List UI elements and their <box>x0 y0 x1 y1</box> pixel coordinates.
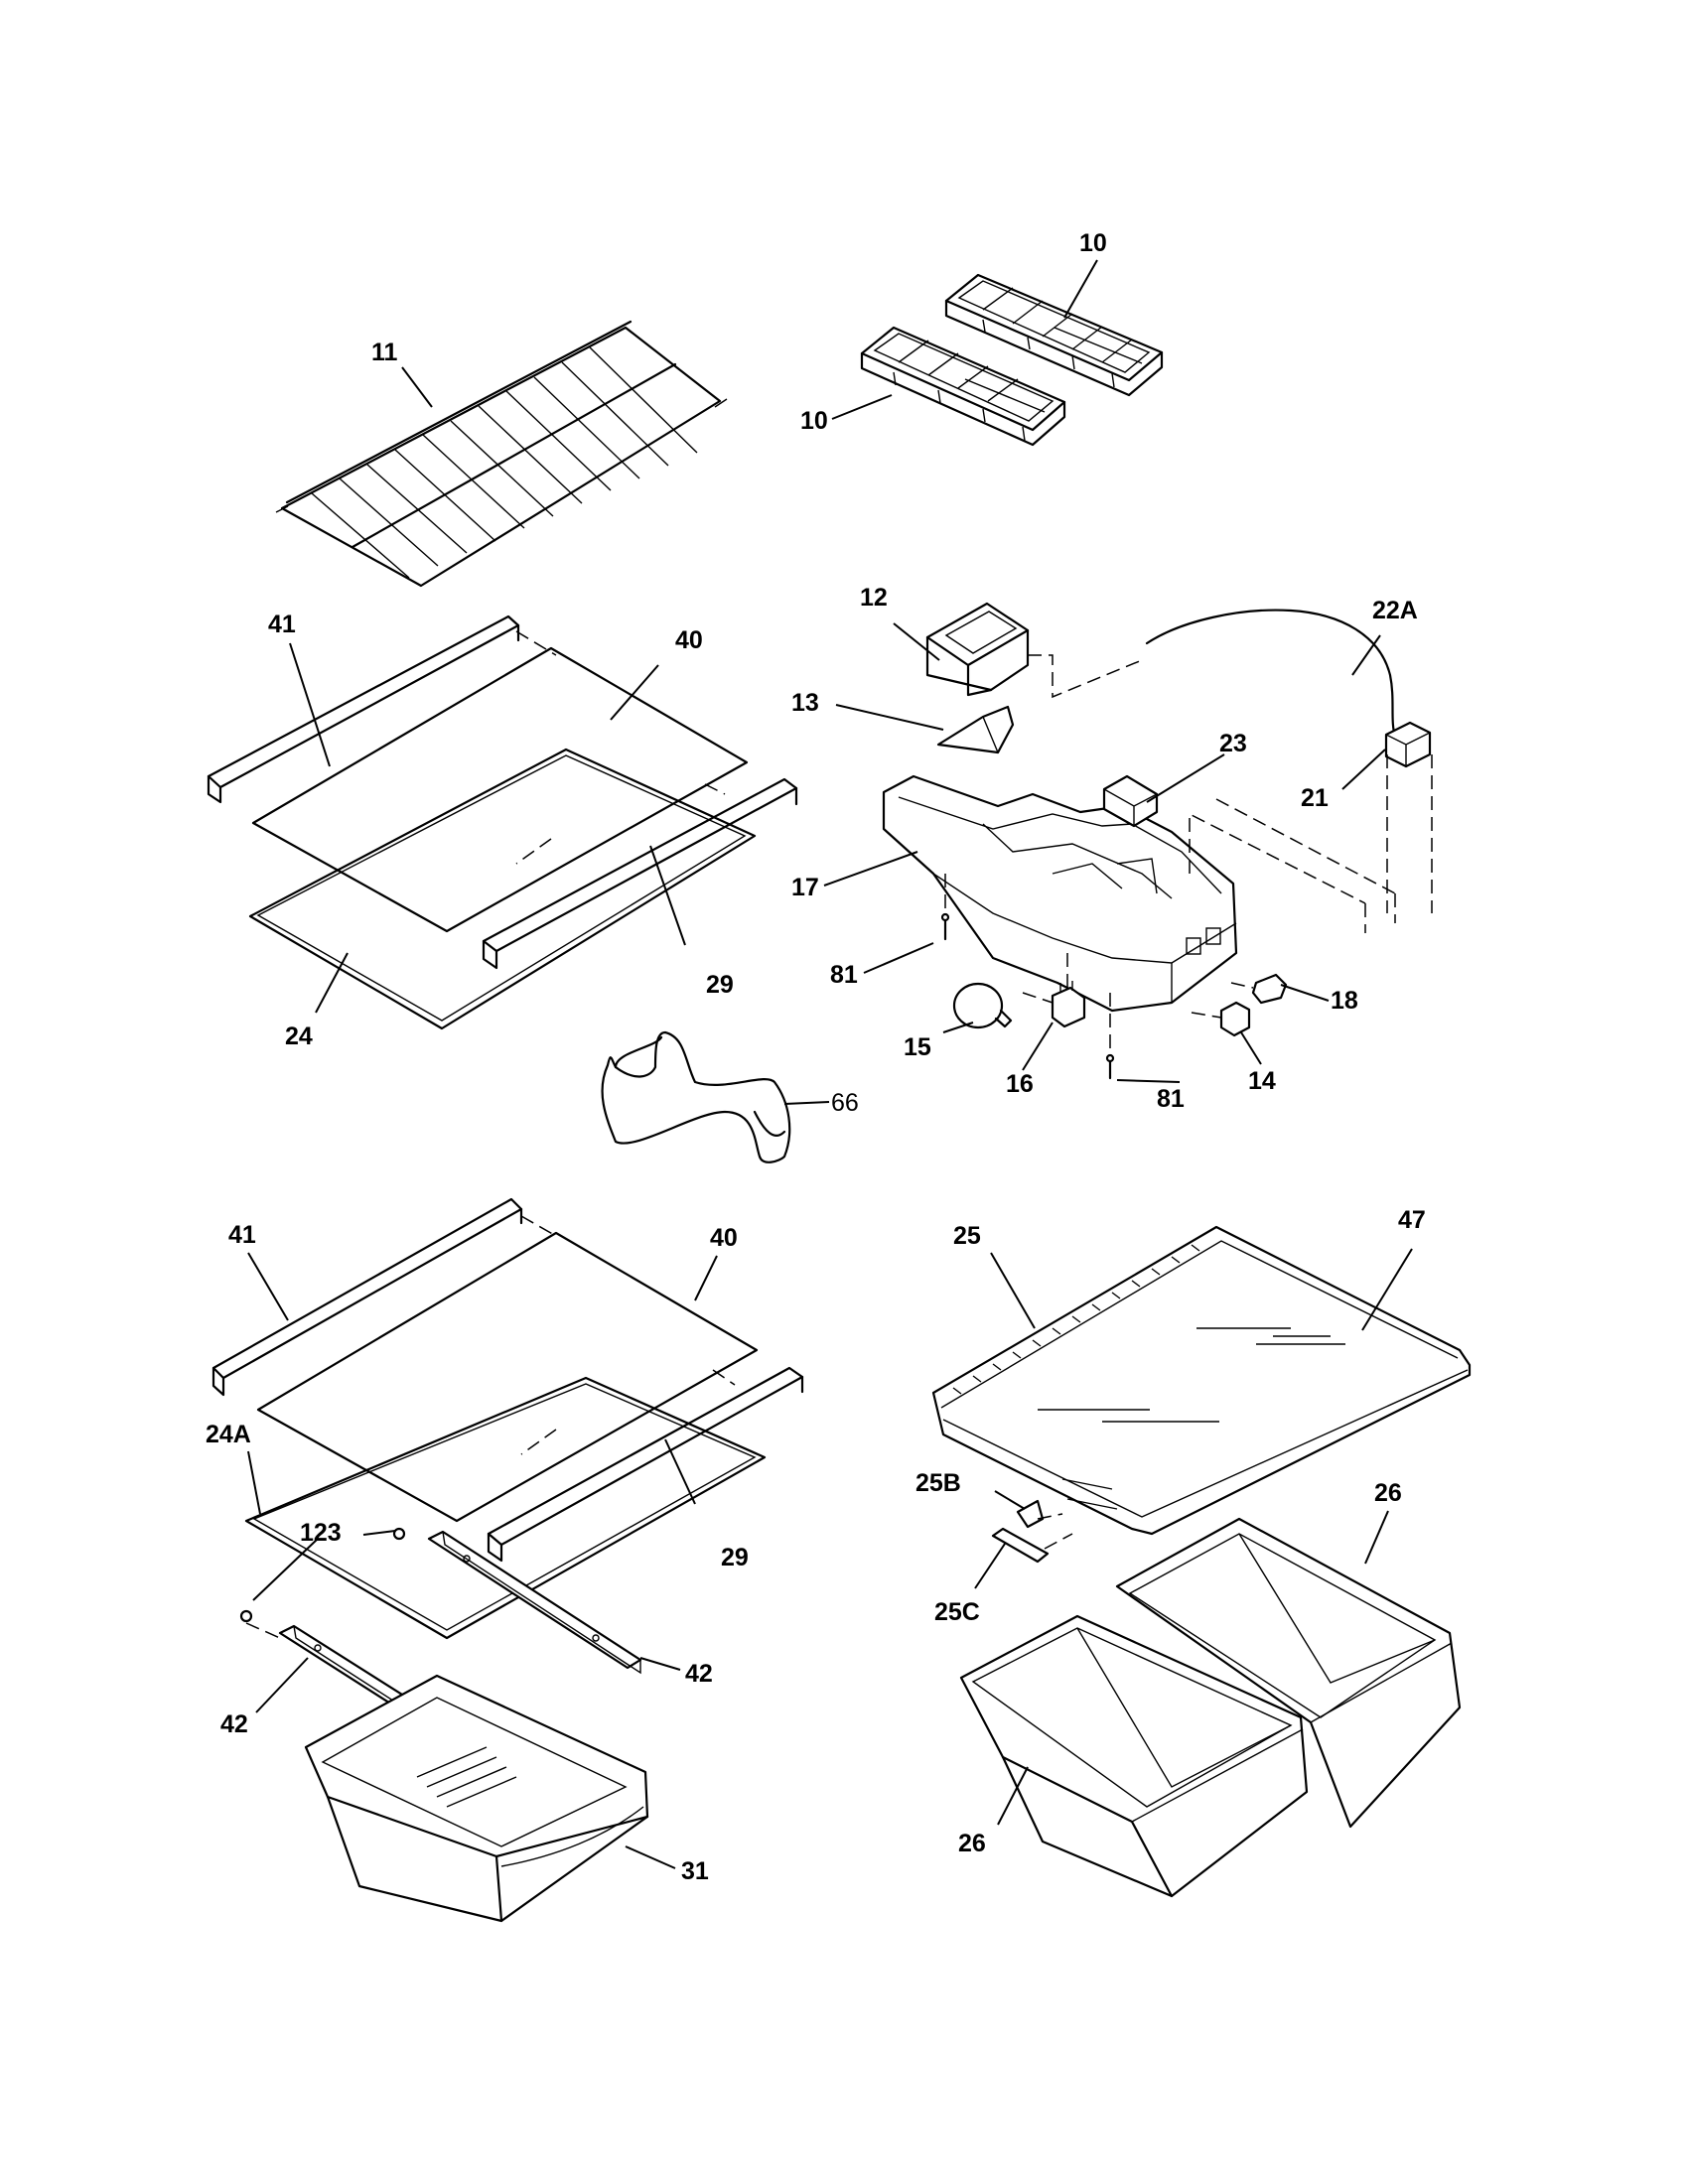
callout-11: 11 <box>371 339 398 366</box>
wire-retainer <box>601 1030 791 1163</box>
deli-pan <box>304 1674 649 1923</box>
ice-deflector <box>936 705 1015 754</box>
callout-22a: 22A <box>1372 597 1418 624</box>
callout-18: 18 <box>1331 987 1358 1015</box>
callout-24: 24 <box>285 1023 313 1050</box>
crisper-drawer-front <box>959 1614 1309 1898</box>
callout-16: 16 <box>1006 1070 1034 1098</box>
assembly-guide-latch <box>1037 1513 1073 1550</box>
ice-tray-front <box>860 326 1066 447</box>
lamp-socket <box>1051 981 1086 1028</box>
cover-latch-clip <box>1016 1499 1045 1529</box>
assembly-guide-lower-shelf <box>245 1215 736 1639</box>
callout-42-left: 42 <box>220 1710 248 1738</box>
callout-17: 17 <box>791 874 819 901</box>
plug-button <box>1251 973 1288 1005</box>
callout-12: 12 <box>860 584 888 612</box>
callout-10-upper: 10 <box>1079 229 1107 257</box>
callout-25c: 25C <box>934 1598 980 1626</box>
callout-26-front: 26 <box>958 1830 986 1857</box>
lower-shelf-trim-frame <box>244 1376 767 1640</box>
ice-tray-back <box>944 273 1164 397</box>
assembly-guide-shelf <box>515 630 726 865</box>
callout-26-rear: 26 <box>1374 1479 1402 1507</box>
ice-container <box>925 602 1030 697</box>
wire-shelf <box>275 320 728 588</box>
ice-maker-housing <box>882 774 1238 1013</box>
sensor-module <box>1102 774 1159 828</box>
crisper-cover <box>931 1225 1472 1536</box>
callout-47: 47 <box>1398 1206 1426 1234</box>
shelf-frame-front <box>482 777 798 970</box>
callout-13: 13 <box>791 689 819 717</box>
callout-40-upper: 40 <box>675 626 703 654</box>
callout-29-upper: 29 <box>706 971 734 999</box>
callout-10-lower: 10 <box>800 407 828 435</box>
callout-14: 14 <box>1248 1067 1276 1095</box>
shelf-screw-upper <box>392 1527 406 1541</box>
callout-31: 31 <box>681 1857 709 1885</box>
assembly-guide-icemaker <box>944 654 1433 1052</box>
cover-latch-bar <box>991 1527 1050 1564</box>
light-bulb <box>952 982 1013 1029</box>
mounting-screw-right <box>1105 1053 1115 1080</box>
shelf-screw-lower <box>239 1609 253 1623</box>
rocker-switch <box>1219 1001 1251 1037</box>
callout-23: 23 <box>1219 730 1247 757</box>
callout-15: 15 <box>904 1033 931 1061</box>
callout-25b: 25B <box>915 1469 961 1497</box>
callout-40-lower: 40 <box>710 1224 738 1252</box>
shelf-support-bracket-right <box>427 1530 642 1675</box>
callout-29-lower: 29 <box>721 1544 749 1571</box>
shelf-frame-rear <box>207 614 520 804</box>
callout-41-lower: 41 <box>228 1221 256 1249</box>
harness-wire <box>1145 609 1397 739</box>
callout-24a: 24A <box>206 1421 251 1448</box>
mounting-screw-left <box>940 912 950 941</box>
vent-slots <box>952 1244 1200 1395</box>
crisper-drawer-rear <box>1115 1517 1462 1829</box>
control-switch <box>1384 721 1432 768</box>
callout-123: 123 <box>300 1519 342 1547</box>
callout-81-left: 81 <box>830 961 858 989</box>
shelf-trim-frame <box>248 748 757 1030</box>
callout-41-upper: 41 <box>268 611 296 638</box>
lower-glass-shelf <box>256 1231 759 1523</box>
callout-42-right: 42 <box>685 1660 713 1688</box>
callout-labels: 11 10 10 41 40 29 24 12 22A 13 23 21 17 … <box>206 229 1426 1885</box>
callout-25: 25 <box>953 1222 981 1250</box>
callout-81-right: 81 <box>1157 1085 1185 1113</box>
callout-21: 21 <box>1301 784 1329 812</box>
callout-66: 66 <box>831 1089 859 1117</box>
leader-lines <box>247 259 1413 1869</box>
